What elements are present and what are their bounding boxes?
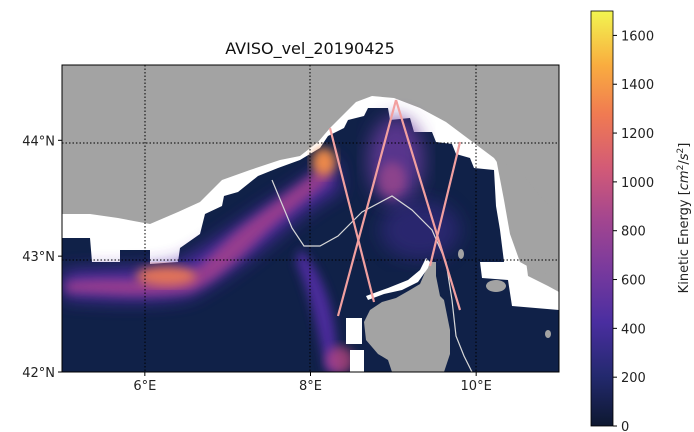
italy-coast — [496, 158, 559, 276]
colorbar-ticks: 0 200 400 600 800 1000 1200 1400 1600 — [613, 29, 654, 432]
colorbar-tick-label: 0 — [621, 420, 629, 432]
grid-lines — [62, 65, 559, 372]
map-title: AVISO_vel_20190425 — [225, 39, 395, 59]
lon-tick-label: 6°E — [133, 379, 156, 394]
energy-field — [62, 116, 460, 372]
elba-island — [486, 280, 506, 292]
corsica-island — [364, 262, 450, 372]
lat-tick-label: 44°N — [22, 134, 55, 149]
mask-cell — [346, 318, 362, 344]
satellite-tracks — [328, 99, 462, 317]
lat-tick-label: 43°N — [22, 250, 55, 265]
glider-route — [271, 179, 473, 372]
colorbar-tick-label: 1600 — [621, 29, 654, 44]
colorbar-tick-label: 1400 — [621, 78, 654, 93]
lat-tick-label: 42°N — [22, 366, 55, 381]
colorbar-tick-label: 200 — [621, 371, 646, 386]
colorbar-tick-label: 800 — [621, 225, 646, 240]
lon-tick-label: 8°E — [299, 379, 322, 394]
colorbar-label: Kinetic Energy [cm2/s2] — [676, 143, 692, 294]
colorbar-tick-label: 1000 — [621, 176, 654, 191]
colorbar — [590, 10, 614, 427]
colorbar-tick-label: 1200 — [621, 127, 654, 142]
longitude-ticks: 6°E 8°E 10°E — [133, 372, 492, 394]
colorbar-tick-label: 600 — [621, 274, 646, 289]
small-island — [545, 330, 551, 338]
latitude-ticks: 42°N 43°N 44°N — [22, 134, 62, 381]
mask-cell — [350, 350, 364, 372]
lon-tick-label: 10°E — [461, 379, 492, 394]
colorbar-tick-label: 400 — [621, 322, 646, 337]
map-panel — [62, 65, 559, 372]
capraia-island — [458, 249, 464, 259]
